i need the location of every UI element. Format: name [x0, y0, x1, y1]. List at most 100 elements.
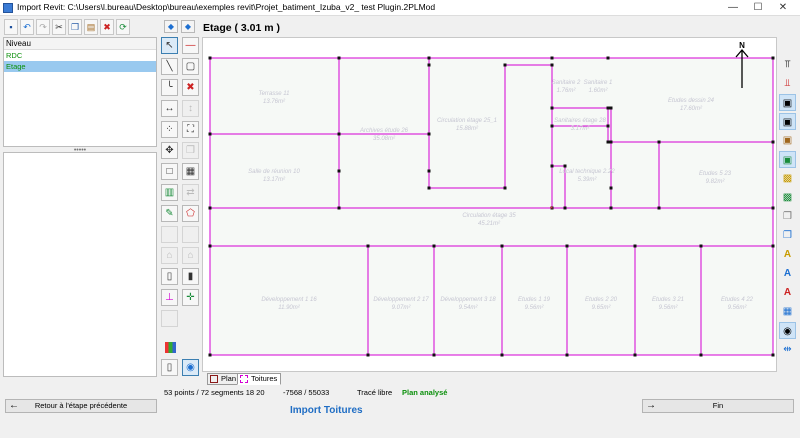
wall-point[interactable]	[771, 56, 775, 60]
pan-move-icon[interactable]: ✥	[161, 142, 178, 159]
surface-fill-icon[interactable]: ▩	[782, 173, 793, 184]
back-button[interactable]: ← Retour à l'étape précédente	[5, 399, 157, 413]
wall-point[interactable]	[609, 106, 613, 110]
toggle-panel-icon[interactable]: ▯	[161, 359, 178, 376]
wall-point[interactable]	[366, 244, 370, 248]
wall-point[interactable]	[563, 164, 567, 168]
wall-point[interactable]	[609, 206, 613, 210]
diagonal-line-icon[interactable]: ╲	[161, 58, 178, 75]
wall-point[interactable]	[503, 63, 507, 67]
grid-snap-icon[interactable]: ⁘	[161, 121, 178, 138]
wall-point[interactable]	[550, 63, 554, 67]
wall-point[interactable]	[565, 244, 569, 248]
wall-point[interactable]	[503, 186, 507, 190]
roof-icon[interactable]: ⌂	[182, 247, 199, 264]
wall-point[interactable]	[337, 132, 341, 136]
save-icon[interactable]: ▪	[4, 19, 18, 35]
fill-room-icon[interactable]: ▦	[182, 163, 199, 180]
wall-point[interactable]	[337, 206, 341, 210]
grid-icon[interactable]: ▦	[782, 306, 793, 317]
wall-point[interactable]	[550, 164, 554, 168]
home-icon[interactable]: ⌂	[161, 247, 178, 264]
nav-back-icon[interactable]: ◆	[164, 20, 178, 33]
disabled-tool-1-icon[interactable]	[161, 226, 178, 243]
wall-point[interactable]	[565, 353, 569, 357]
wall-point[interactable]	[563, 206, 567, 210]
wall-point[interactable]	[550, 106, 554, 110]
wall-point[interactable]	[550, 124, 554, 128]
undo-icon[interactable]: ↶	[20, 19, 34, 35]
wall-point[interactable]	[432, 353, 436, 357]
split-icon[interactable]: ⇹	[783, 344, 792, 355]
rectangle-tool-icon[interactable]: ▢	[182, 58, 199, 75]
wall-point[interactable]	[208, 206, 212, 210]
wall-point[interactable]	[500, 353, 504, 357]
sync-icon[interactable]: ⟳	[116, 19, 130, 35]
cut-icon[interactable]: ✂	[52, 19, 66, 35]
wall-point[interactable]	[337, 56, 341, 60]
layers-2-icon[interactable]: ❐	[783, 230, 792, 241]
wall-point[interactable]	[657, 140, 661, 144]
finish-button[interactable]: → Fin	[642, 399, 794, 413]
wall-point[interactable]	[606, 124, 610, 128]
wall-point[interactable]	[771, 140, 775, 144]
wall-point[interactable]	[633, 353, 637, 357]
measure-vertical-icon[interactable]: ↕	[182, 100, 199, 117]
nav-forward-icon[interactable]: ◆	[181, 20, 195, 33]
pentagon-icon[interactable]: ⬠	[182, 205, 199, 222]
fit-view-icon[interactable]: ⛶	[182, 121, 199, 138]
zone-frame-icon[interactable]: ▣	[779, 151, 796, 168]
arc-tool-icon[interactable]: ╰	[161, 79, 178, 96]
level-line-icon[interactable]: ⊥	[161, 289, 178, 306]
wall-point[interactable]	[427, 63, 431, 67]
paste-icon[interactable]: ▤	[84, 19, 98, 35]
wall-point[interactable]	[427, 186, 431, 190]
blank-tool-icon[interactable]: □	[161, 163, 178, 180]
drawing-canvas[interactable]: N Terrasse 11 13.76m² Archives étude 26 …	[202, 37, 777, 372]
close-button[interactable]: ✕	[778, 2, 788, 13]
minimize-button[interactable]: —	[728, 2, 738, 13]
redo-icon[interactable]: ↷	[36, 19, 50, 35]
copy-icon[interactable]: ❐	[68, 19, 82, 35]
tab-toitures[interactable]: Toitures	[237, 373, 282, 385]
wall-frame-icon[interactable]: ▣	[782, 135, 793, 146]
pane-splitter[interactable]: •••••	[73, 147, 87, 154]
wall-point[interactable]	[699, 353, 703, 357]
layers-icon[interactable]: ❐	[783, 211, 792, 222]
wall-point[interactable]	[427, 132, 431, 136]
wall-point[interactable]	[771, 206, 775, 210]
wall-point[interactable]	[208, 56, 212, 60]
wall-point[interactable]	[208, 132, 212, 136]
maximize-button[interactable]: ☐	[753, 2, 763, 13]
page-icon[interactable]: ▯	[161, 268, 178, 285]
disabled-tool-3-icon[interactable]	[161, 310, 178, 327]
wall-point[interactable]	[337, 169, 341, 173]
delete-icon[interactable]: ✖	[100, 19, 114, 35]
wall-point[interactable]	[427, 56, 431, 60]
eye-icon[interactable]: ◉	[779, 322, 796, 339]
wall-point[interactable]	[699, 244, 703, 248]
copy-shape-icon[interactable]: ❐	[182, 142, 199, 159]
text-height-icon[interactable]: ⫪	[784, 59, 791, 70]
wall-point[interactable]	[366, 353, 370, 357]
room-frame-2-icon[interactable]: ▣	[779, 113, 796, 130]
tree-item-etage[interactable]: Etage	[4, 61, 156, 72]
wall-point[interactable]	[550, 56, 554, 60]
wall-point[interactable]	[606, 140, 610, 144]
surface-fill-2-icon[interactable]: ▩	[782, 192, 793, 203]
tree-item-rdc[interactable]: RDC	[6, 51, 23, 60]
wall-point[interactable]	[771, 244, 775, 248]
disabled-tool-2-icon[interactable]	[182, 226, 199, 243]
wall-point[interactable]	[657, 206, 661, 210]
column-icon[interactable]: ▮	[182, 268, 199, 285]
text-color-icon[interactable]: A	[783, 287, 792, 298]
horizontal-wall-icon[interactable]: —	[182, 37, 199, 54]
view-3d-icon[interactable]: ◉	[182, 359, 199, 376]
wall-point[interactable]	[771, 353, 775, 357]
wall-point[interactable]	[606, 106, 610, 110]
tab-plan[interactable]: Plan	[207, 373, 241, 385]
wall-point[interactable]	[609, 140, 613, 144]
delete-segment-icon[interactable]: ✖	[182, 79, 199, 96]
text-font-icon[interactable]: A	[783, 268, 792, 279]
swap-arrows-icon[interactable]: ⇄	[182, 184, 199, 201]
